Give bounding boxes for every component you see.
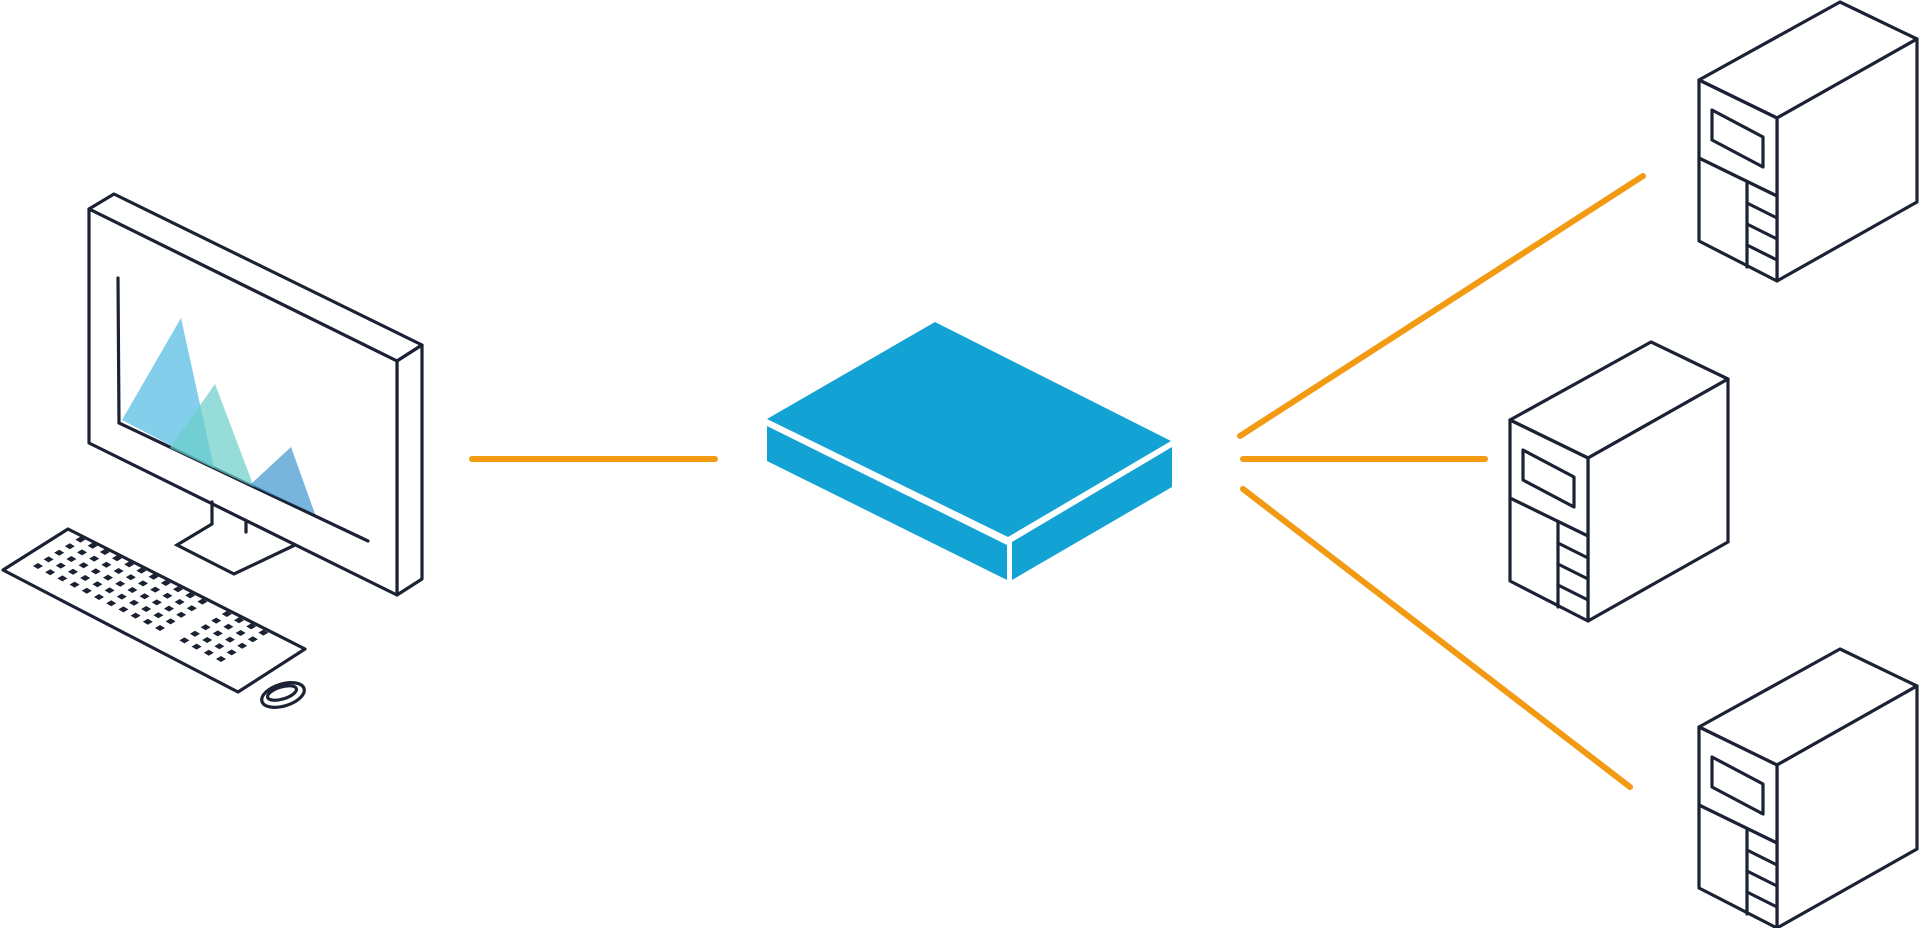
keyboard-key bbox=[43, 556, 54, 563]
keyboard-key bbox=[90, 568, 101, 575]
server-tower-icon-2 bbox=[1508, 340, 1730, 623]
keyboard-key bbox=[68, 568, 78, 575]
keyboard-key bbox=[118, 606, 129, 613]
keyboard-key bbox=[55, 562, 66, 569]
keyboard-key bbox=[221, 611, 232, 617]
keyboard-key bbox=[115, 580, 126, 587]
keyboard-key bbox=[127, 587, 138, 593]
keyboard-key bbox=[75, 536, 86, 543]
keyboard-key bbox=[64, 543, 75, 550]
keyboard-key bbox=[165, 618, 176, 625]
keyboard-key bbox=[162, 592, 173, 599]
keyboard-key bbox=[129, 599, 139, 606]
keyboard-key bbox=[179, 637, 190, 644]
keyboard-key bbox=[81, 587, 92, 594]
connector-hub-server-1 bbox=[1237, 173, 1646, 439]
keyboard-key bbox=[116, 593, 127, 600]
keyboard-key bbox=[113, 568, 124, 574]
keyboard-key bbox=[203, 649, 214, 656]
keyboard-key bbox=[66, 556, 77, 562]
keyboard-key bbox=[185, 592, 196, 599]
keyboard-key bbox=[211, 617, 222, 624]
keyboard-key bbox=[153, 612, 164, 619]
keyboard-key bbox=[148, 573, 159, 580]
keyboard-key bbox=[92, 581, 103, 588]
keyboard-key bbox=[212, 630, 223, 637]
keyboard-key bbox=[89, 555, 100, 562]
keyboard-key bbox=[174, 599, 185, 605]
connector-hub-server-3 bbox=[1240, 486, 1633, 790]
keyboard-key bbox=[247, 636, 258, 643]
keyboard-key bbox=[130, 612, 141, 619]
keyboard-key bbox=[200, 624, 211, 631]
keyboard-key bbox=[94, 594, 104, 600]
mouse bbox=[260, 681, 306, 709]
connections bbox=[469, 173, 1646, 790]
keyboard-keys bbox=[33, 536, 269, 662]
network-switch-icon bbox=[767, 322, 1172, 580]
keyboard-key bbox=[186, 605, 197, 612]
keyboard-key bbox=[99, 549, 110, 555]
keyboard-key bbox=[258, 629, 269, 636]
keyboard-key bbox=[234, 617, 244, 624]
keyboard-key bbox=[69, 581, 80, 588]
keyboard-key bbox=[191, 643, 202, 650]
keyboard-key bbox=[150, 586, 161, 593]
keyboard-key bbox=[125, 574, 136, 581]
keyboard-key bbox=[226, 649, 237, 656]
keyboard-key bbox=[78, 562, 89, 569]
keyboard-key bbox=[214, 643, 225, 650]
keyboard-key bbox=[80, 575, 91, 581]
keyboard-key bbox=[190, 630, 200, 637]
keyboard-key bbox=[106, 600, 117, 607]
keyboard-key bbox=[139, 593, 150, 600]
server-tower-icon-3 bbox=[1697, 647, 1919, 928]
keyboard-key bbox=[155, 625, 165, 631]
keyboard-key bbox=[112, 555, 122, 562]
keyboard-key bbox=[223, 623, 234, 630]
keyboard-key bbox=[246, 623, 257, 630]
keyboard-key bbox=[151, 599, 162, 606]
keyboard-key bbox=[124, 561, 135, 568]
keyboard-key bbox=[77, 549, 87, 556]
keyboard-key bbox=[101, 561, 112, 568]
keyboard-key bbox=[138, 580, 148, 587]
keyboard-key bbox=[142, 618, 153, 625]
keyboard-key bbox=[202, 637, 213, 643]
keyboard-key bbox=[216, 656, 226, 662]
keyboard-key bbox=[141, 606, 152, 612]
keyboard-key bbox=[164, 605, 174, 612]
keyboard-key bbox=[197, 598, 208, 605]
keyboard-key bbox=[54, 549, 65, 556]
keyboard-key bbox=[87, 542, 98, 549]
keyboard-key bbox=[160, 580, 171, 586]
keyboard-key bbox=[237, 642, 248, 649]
desktop-computer-icon bbox=[1, 192, 424, 709]
keyboard-key bbox=[33, 563, 43, 569]
keyboard-key bbox=[45, 569, 56, 576]
screen-chart-graphic bbox=[122, 318, 315, 514]
keyboard-key bbox=[136, 567, 147, 574]
keyboard-key bbox=[176, 611, 187, 618]
keyboard-key bbox=[104, 587, 115, 594]
keyboard-key bbox=[57, 575, 68, 582]
keyboard-key bbox=[225, 636, 235, 643]
keyboard-key bbox=[235, 630, 246, 636]
keyboard-key bbox=[103, 574, 113, 581]
server-tower-icon-1 bbox=[1697, 0, 1919, 283]
keyboard-key bbox=[173, 586, 183, 593]
